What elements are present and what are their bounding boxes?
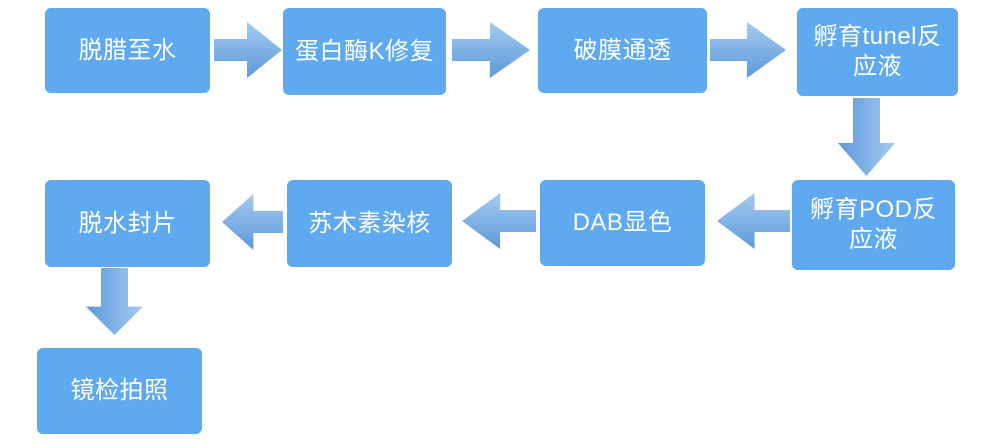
node-dab-color-development: DAB显色	[540, 180, 705, 266]
node-label: 孵育tunel反 应液	[813, 23, 942, 80]
node-tunel-reaction-incubation: 孵育tunel反 应液	[797, 8, 958, 96]
node-proteinase-k-repair: 蛋白酶K修复	[283, 8, 446, 95]
node-label: 镜检拍照	[70, 377, 169, 404]
node-label: DAB显色	[572, 209, 673, 236]
node-membrane-permeabilization: 破膜通透	[538, 8, 707, 93]
arrow-right-icon	[214, 22, 282, 78]
node-label: 蛋白酶K修复	[294, 37, 434, 65]
arrow-left-icon	[717, 193, 790, 249]
node-label: 苏木素染核	[308, 209, 431, 237]
node-dewax-to-water: 脱腊至水	[45, 8, 210, 93]
node-label: 脱水封片	[78, 209, 177, 237]
node-dehydration-mounting: 脱水封片	[45, 180, 210, 267]
node-hematoxylin-nuclear-stain: 苏木素染核	[287, 180, 452, 267]
arrow-left-icon	[462, 193, 536, 249]
arrow-right-icon	[452, 22, 530, 78]
node-label: 破膜通透	[573, 36, 672, 64]
arrow-left-icon	[222, 194, 283, 250]
arrow-down-icon	[86, 268, 143, 335]
node-label: 孵育POD反 应液	[809, 196, 937, 253]
arrow-right-icon	[710, 22, 786, 78]
node-label: 脱腊至水	[78, 36, 177, 64]
node-pod-reaction-incubation: 孵育POD反 应液	[792, 180, 955, 270]
arrow-down-icon	[838, 98, 895, 176]
node-microscopy-photography: 镜检拍照	[37, 348, 202, 434]
